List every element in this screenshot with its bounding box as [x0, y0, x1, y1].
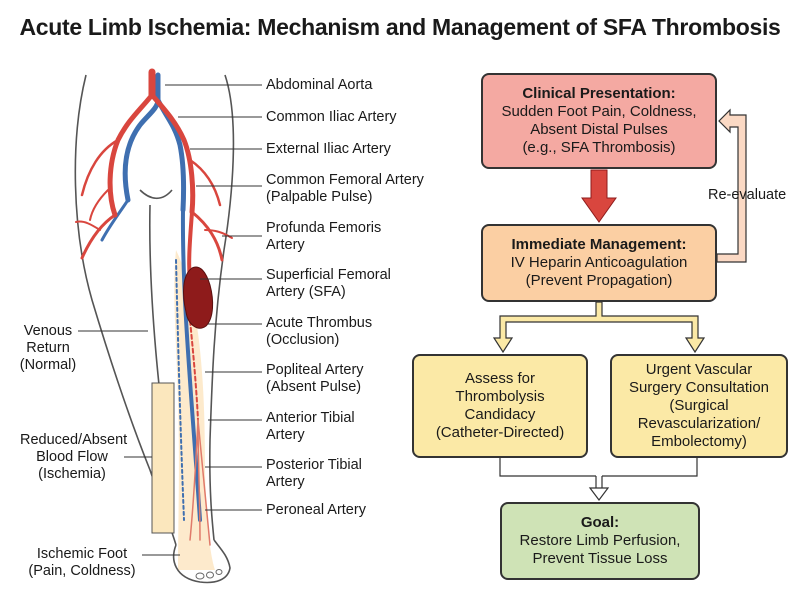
clinical-line: Sudden Foot Pain, Coldness,: [501, 103, 697, 120]
re-evaluate-label: Re-evaluate: [708, 187, 787, 203]
surgery-line: Revascularization/: [637, 415, 761, 432]
goal-heading: Goal:: [580, 514, 620, 531]
surgery-line: Urgent Vascular: [645, 361, 753, 378]
label-acute-thrombus: Acute Thrombus(Occlusion): [266, 315, 373, 348]
label-common-femoral: Common Femoral Artery(Palpable Pulse): [266, 172, 424, 205]
diagram-title: Acute Limb Ischemia: Mechanism and Manag…: [19, 14, 781, 40]
clinical-heading: Clinical Presentation:: [522, 85, 676, 102]
vascular-surgery-box: Urgent Vascular Surgery Consultation (Su…: [610, 354, 788, 458]
goal-line: Restore Limb Perfusion,: [519, 532, 681, 549]
label-common-iliac: Common Iliac Artery: [266, 109, 397, 125]
surgery-line: Embolectomy): [651, 433, 747, 450]
immediate-management-box: Immediate Management: IV Heparin Anticoa…: [481, 224, 717, 302]
goal-line: Prevent Tissue Loss: [532, 550, 668, 567]
thrombolysis-line: Candidacy: [464, 406, 536, 423]
toes: [195, 569, 223, 580]
split-arrows: [492, 301, 706, 354]
label-peroneal: Peroneal Artery: [266, 502, 366, 518]
thrombolysis-box: Assess for Thrombolysis Candidacy (Cathe…: [412, 354, 588, 458]
clinical-line: (e.g., SFA Thrombosis): [522, 139, 676, 156]
label-popliteal: Popliteal Artery(Absent Pulse): [266, 362, 364, 395]
goal-box: Goal: Restore Limb Perfusion, Prevent Ti…: [500, 502, 700, 580]
reduced-flow-bracket: [151, 382, 175, 534]
clinical-line: Absent Distal Pulses: [530, 121, 668, 138]
thrombolysis-line: (Catheter-Directed): [435, 424, 565, 441]
label-ischemic-foot: Ischemic Foot(Pain, Coldness): [28, 546, 136, 579]
immediate-line: IV Heparin Anticoagulation: [510, 254, 688, 271]
acute-thrombus: [183, 266, 214, 329]
thrombolysis-line: Assess for: [464, 370, 536, 387]
label-external-iliac: External Iliac Artery: [266, 141, 391, 157]
thrombolysis-line: Thrombolysis: [455, 388, 545, 405]
arrow-clinical-to-immediate: [581, 169, 617, 223]
merge-connectors: [499, 458, 698, 501]
label-abdominal-aorta: Abdominal Aorta: [266, 77, 373, 93]
clinical-presentation-box: Clinical Presentation: Sudden Foot Pain,…: [481, 73, 717, 169]
immediate-heading: Immediate Management:: [511, 236, 687, 253]
surgery-line: (Surgical: [669, 397, 729, 414]
veins: [100, 72, 202, 522]
surgery-line: Surgery Consultation: [628, 379, 770, 396]
immediate-line: (Prevent Propagation): [525, 272, 673, 289]
leader-lines: [78, 84, 262, 556]
